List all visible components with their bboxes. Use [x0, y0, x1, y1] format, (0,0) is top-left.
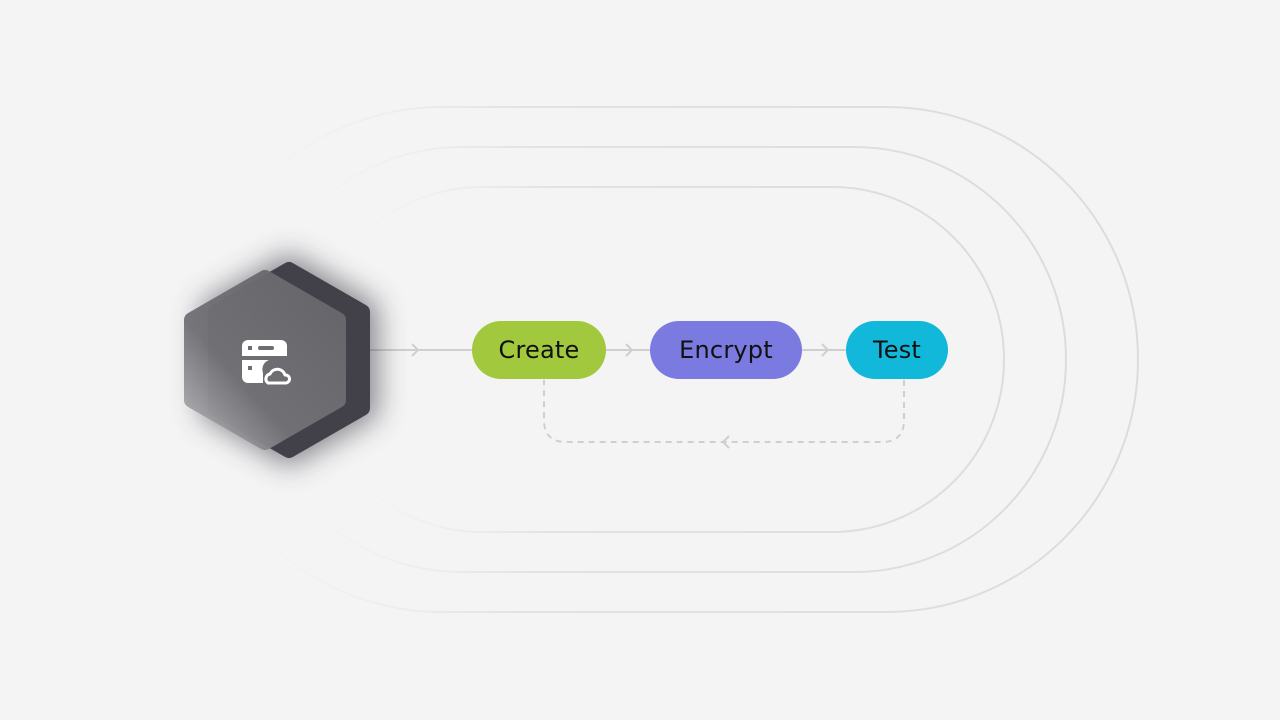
arrow-icon: [821, 343, 830, 357]
arrow-left-icon: [721, 435, 730, 449]
loop-connector-test-to-create: [543, 380, 905, 443]
step-create-label: Create: [498, 336, 580, 364]
step-test[interactable]: Test: [846, 321, 948, 379]
step-encrypt[interactable]: Encrypt: [650, 321, 802, 379]
arrow-icon: [411, 343, 420, 357]
step-encrypt-label: Encrypt: [679, 336, 773, 364]
source-node: [184, 254, 378, 466]
step-test-label: Test: [872, 336, 922, 364]
step-create[interactable]: Create: [472, 321, 606, 379]
server-cloud-icon: [242, 340, 291, 385]
arrow-icon: [625, 343, 634, 357]
